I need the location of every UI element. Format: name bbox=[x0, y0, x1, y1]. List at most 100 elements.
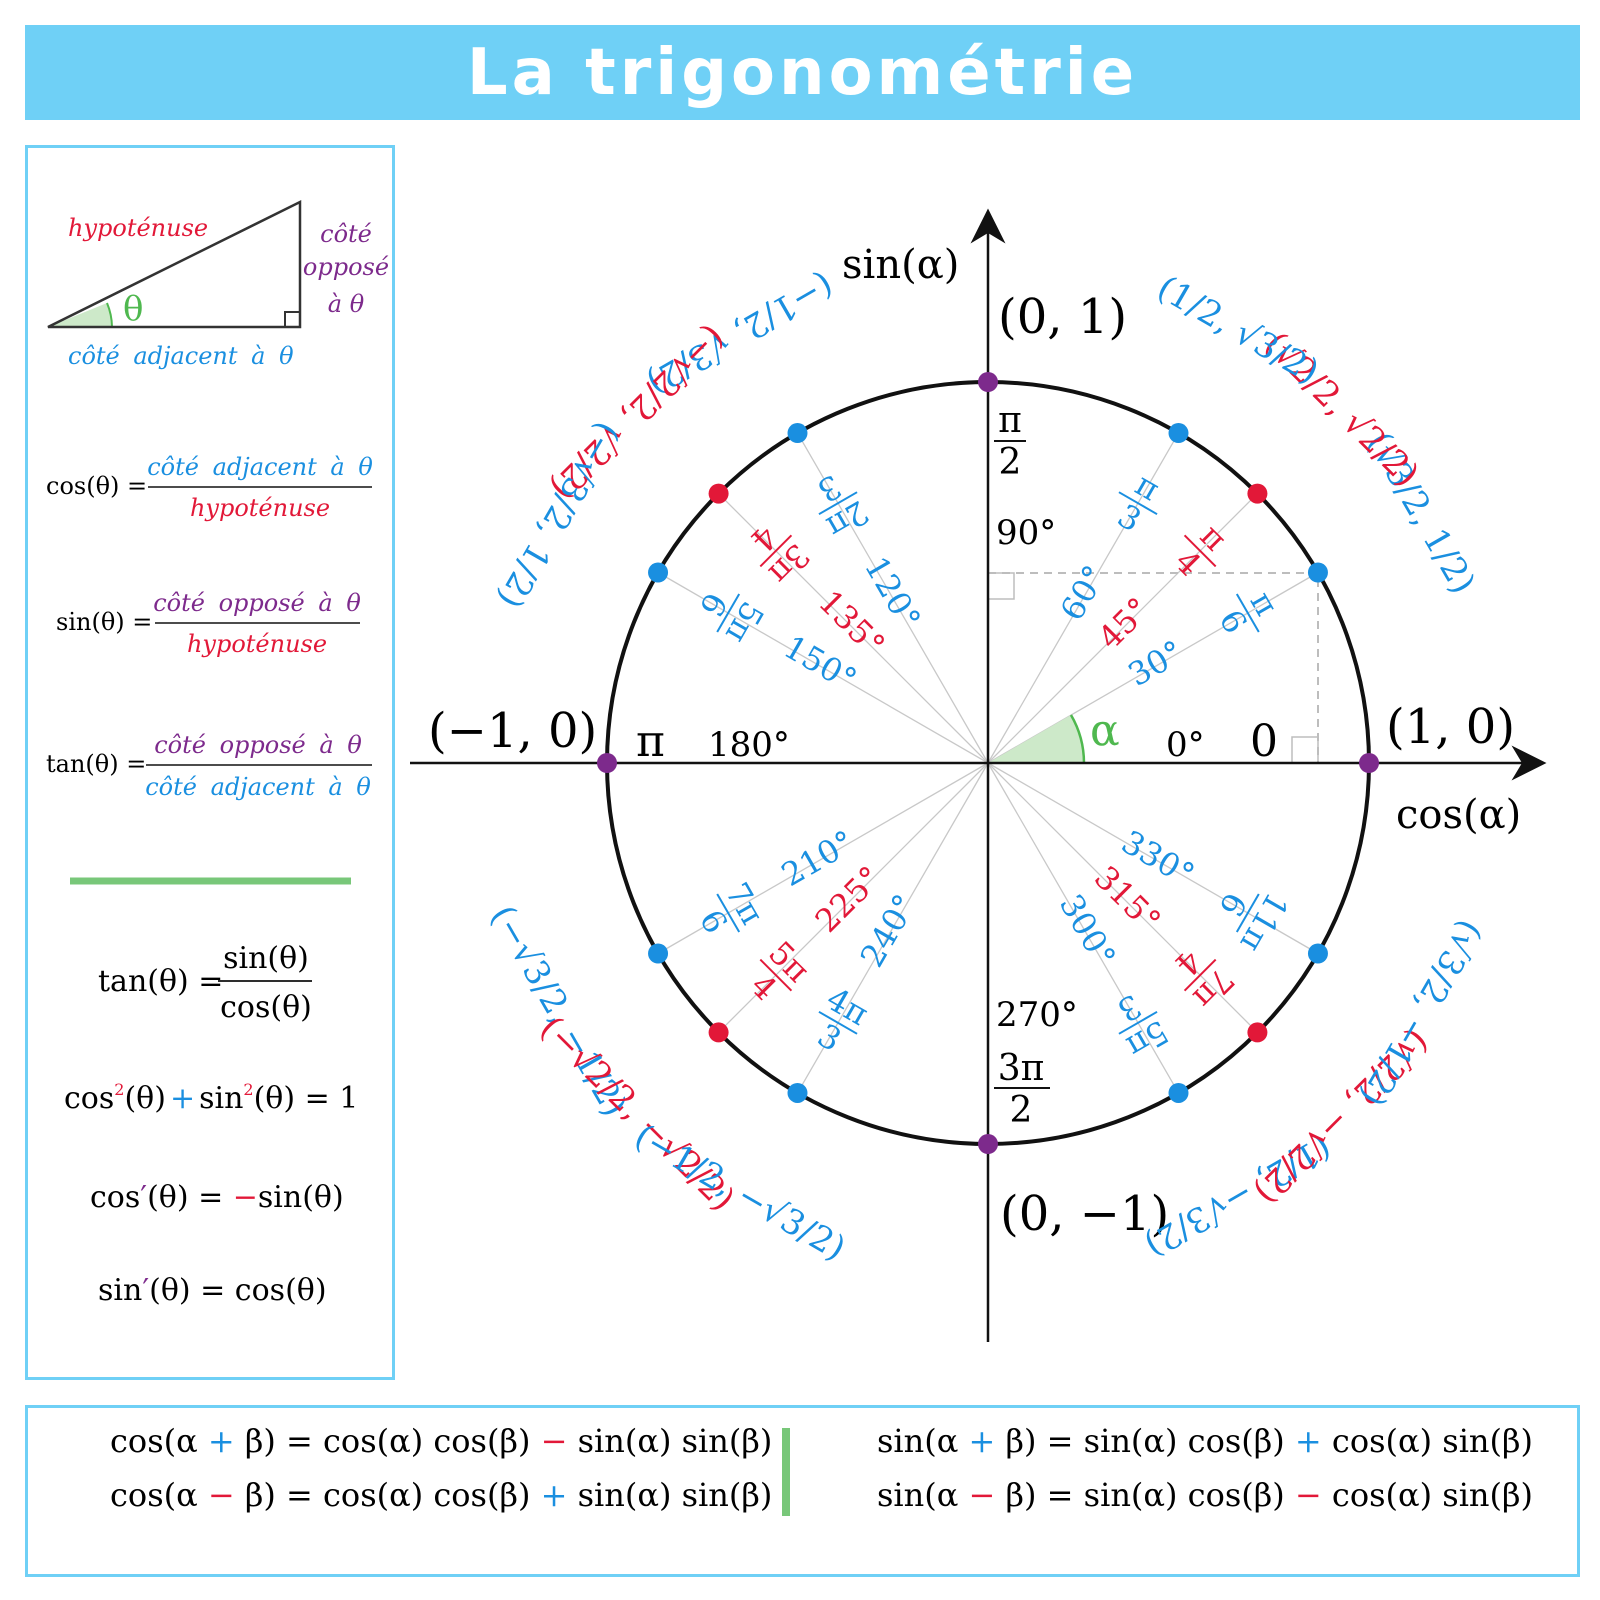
axis-point bbox=[978, 372, 998, 392]
pi2-den: 2 bbox=[999, 442, 1022, 483]
angle-theta-wedge bbox=[48, 303, 112, 327]
rad-bar bbox=[818, 491, 858, 516]
addition-formulas: cos(α + β) = cos(α) cos(β) − sin(α) sin(… bbox=[110, 1422, 1533, 1516]
def-cos: cos(θ) = côté adjacent à θ hypoténuse bbox=[46, 453, 373, 522]
rad-bar bbox=[1183, 534, 1217, 568]
angle-ray bbox=[987, 762, 1180, 1094]
circle-point bbox=[1247, 1022, 1268, 1043]
circle-point bbox=[1307, 943, 1328, 964]
axis-point bbox=[978, 1134, 998, 1154]
angle-ray bbox=[718, 762, 989, 1033]
opposite-label-1: côté bbox=[320, 220, 372, 248]
zero-rad-label: 0 bbox=[1250, 716, 1278, 767]
circle-point bbox=[708, 1022, 729, 1043]
right-angle-mark-bottom bbox=[1291, 736, 1319, 764]
right-triangle: θ hypoténuse côté opposé à θ côté adjace… bbox=[47, 199, 389, 370]
cos-derivative: cos′(θ) = −sin(θ) bbox=[90, 1180, 344, 1215]
pi-label: π bbox=[636, 716, 665, 767]
def-cos-den: hypoténuse bbox=[190, 494, 330, 522]
angle-ray bbox=[987, 762, 1319, 955]
rad-bar bbox=[716, 593, 741, 633]
circle-point bbox=[648, 943, 669, 964]
angle-ray bbox=[657, 762, 989, 955]
angle-ray bbox=[987, 432, 1180, 764]
theta-label: θ bbox=[123, 289, 143, 329]
rad-bar bbox=[759, 958, 793, 992]
rad-bar bbox=[1118, 491, 1158, 516]
rad-den: 6 bbox=[1212, 886, 1255, 923]
page-title: La trigonométrie bbox=[466, 35, 1139, 110]
sin-derivative: sin′(θ) = cos(θ) bbox=[98, 1273, 327, 1308]
pi32-num: 3π bbox=[998, 1048, 1045, 1089]
rad-bar bbox=[716, 893, 741, 933]
def-tan-lhs: tan(θ) = bbox=[46, 750, 146, 778]
def-cos-lhs: cos(θ) = bbox=[46, 472, 147, 500]
def-tan-num: côté opposé à θ bbox=[154, 731, 362, 759]
y-axis-label: sin(α) bbox=[842, 242, 959, 288]
coord-text: (1/2, √3/2) bbox=[1150, 268, 1325, 392]
circle-point bbox=[787, 1082, 808, 1103]
rad-bar bbox=[818, 1010, 858, 1035]
rad-bar bbox=[1183, 958, 1217, 992]
def-tan: tan(θ) = côté opposé à θ côté adjacent à… bbox=[46, 731, 372, 801]
circle-point bbox=[787, 423, 808, 444]
deg270-label: 270° bbox=[996, 995, 1078, 1035]
tan-identity-lhs: tan(θ) = bbox=[98, 964, 223, 999]
pi2-num: π bbox=[998, 400, 1022, 441]
pi32-den: 2 bbox=[1010, 1090, 1033, 1131]
circle-point bbox=[708, 483, 729, 504]
unit-circle-diagram: α cos(α) sin(α) (0, 1) (−1, 0) (1, 0) (0… bbox=[410, 208, 1547, 1342]
opposite-label-3: à θ bbox=[328, 290, 365, 318]
deg90-label: 90° bbox=[996, 513, 1056, 553]
angle-rad-label: π3 bbox=[1111, 465, 1166, 539]
formula-cos-minus: cos(α − β) = cos(α) cos(β) + sin(α) sin(… bbox=[110, 1476, 772, 1514]
circle-point bbox=[1247, 483, 1268, 504]
alpha-wedge bbox=[988, 715, 1084, 763]
circle-point bbox=[1168, 423, 1189, 444]
rad-den: 6 bbox=[1212, 603, 1255, 640]
axis-point bbox=[1359, 753, 1379, 773]
identities: tan(θ) = sin(θ) cos(θ) cos2(θ)+sin2(θ) =… bbox=[64, 941, 358, 1308]
angle-ray bbox=[987, 762, 1258, 1033]
angle-rad-label: 7π6 bbox=[692, 876, 772, 940]
rad-den: 3 bbox=[811, 1016, 848, 1059]
rad-bar bbox=[759, 534, 793, 568]
rad-den: 6 bbox=[692, 903, 735, 940]
axis-point bbox=[597, 753, 617, 773]
angle-ray bbox=[987, 493, 1258, 764]
coord-text: (−√3/2, 1/2) bbox=[489, 415, 628, 615]
def-sin-lhs: sin(θ) = bbox=[56, 608, 152, 636]
formula-sin-minus: sin(α − β) = sin(α) cos(β) − cos(α) sin(… bbox=[877, 1476, 1533, 1514]
rad-den: 3 bbox=[811, 467, 848, 510]
angle-rad-label: 4π3 bbox=[811, 980, 875, 1060]
coordinate-label: (−√3/2, 1/2) bbox=[489, 415, 628, 615]
rad-den: 6 bbox=[692, 586, 735, 623]
rad-bar bbox=[1118, 1010, 1158, 1035]
formula-sin-plus: sin(α + β) = sin(α) cos(β) + cos(α) sin(… bbox=[877, 1422, 1533, 1460]
rad-bar bbox=[1235, 893, 1260, 933]
angle-ray bbox=[718, 493, 989, 764]
def-tan-den: côté adjacent à θ bbox=[145, 773, 371, 801]
formula-cos-plus: cos(α + β) = cos(α) cos(β) − sin(α) sin(… bbox=[110, 1422, 772, 1460]
angle-rad-label: π6 bbox=[1212, 585, 1286, 640]
point-label-left: (−1, 0) bbox=[428, 703, 597, 759]
tan-identity-num: sin(θ) bbox=[223, 941, 309, 976]
def-sin-den: hypoténuse bbox=[187, 630, 327, 658]
bottom-panel bbox=[25, 1405, 1580, 1577]
angle-rad-label: 5π6 bbox=[692, 586, 772, 650]
def-cos-num: côté adjacent à θ bbox=[147, 453, 373, 481]
circle-points bbox=[597, 372, 1379, 1154]
x-axis-label: cos(α) bbox=[1396, 792, 1521, 838]
point-label-top: (0, 1) bbox=[998, 289, 1127, 345]
angle-ray bbox=[796, 762, 989, 1094]
angle-ray bbox=[657, 571, 989, 764]
right-angle-mark-top bbox=[987, 572, 1015, 600]
circle-point bbox=[1168, 1082, 1189, 1103]
circle-point bbox=[1307, 562, 1328, 583]
hypotenuse-label: hypoténuse bbox=[68, 214, 208, 242]
def-sin-num: côté opposé à θ bbox=[153, 589, 361, 617]
right-angle-mark bbox=[284, 311, 301, 328]
rad-bar bbox=[1235, 593, 1260, 633]
coord-text: (√3/2, −1/2) bbox=[1352, 913, 1491, 1113]
